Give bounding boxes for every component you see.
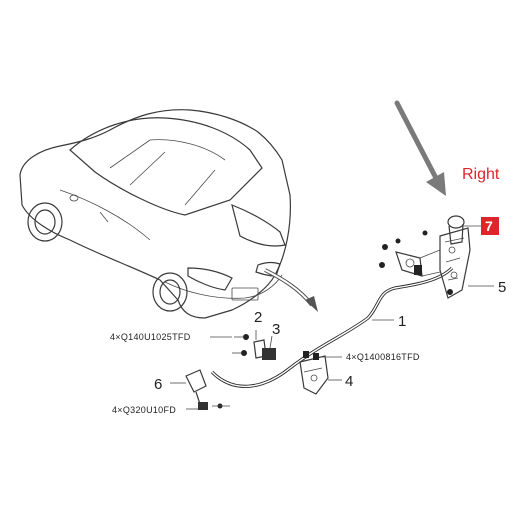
pointer-arrow (394, 100, 446, 196)
bolt-group-2-3 (232, 330, 276, 360)
callout-7: 7 (485, 218, 493, 234)
part-code-nut-4: 4×Q1400816TFD (346, 352, 420, 362)
cable-bracket (299, 351, 342, 395)
release-cable (210, 266, 454, 388)
callout-1: 1 (398, 313, 406, 330)
car-illustration (19, 109, 318, 319)
callout-5: 5 (498, 279, 506, 296)
callout-2: 2 (254, 309, 262, 326)
callout-7-badge: 7 (462, 217, 499, 235)
side-label: Right (462, 166, 500, 183)
part-code-bolt-2: 4×Q140U1025TFD (110, 332, 191, 342)
callout-6: 6 (154, 376, 162, 393)
callout-3: 3 (272, 321, 280, 338)
latch-assembly (379, 215, 494, 299)
release-handle (170, 369, 230, 410)
part-code-bolt-6: 4×Q320U10FD (112, 405, 176, 415)
callout-4: 4 (345, 373, 353, 390)
